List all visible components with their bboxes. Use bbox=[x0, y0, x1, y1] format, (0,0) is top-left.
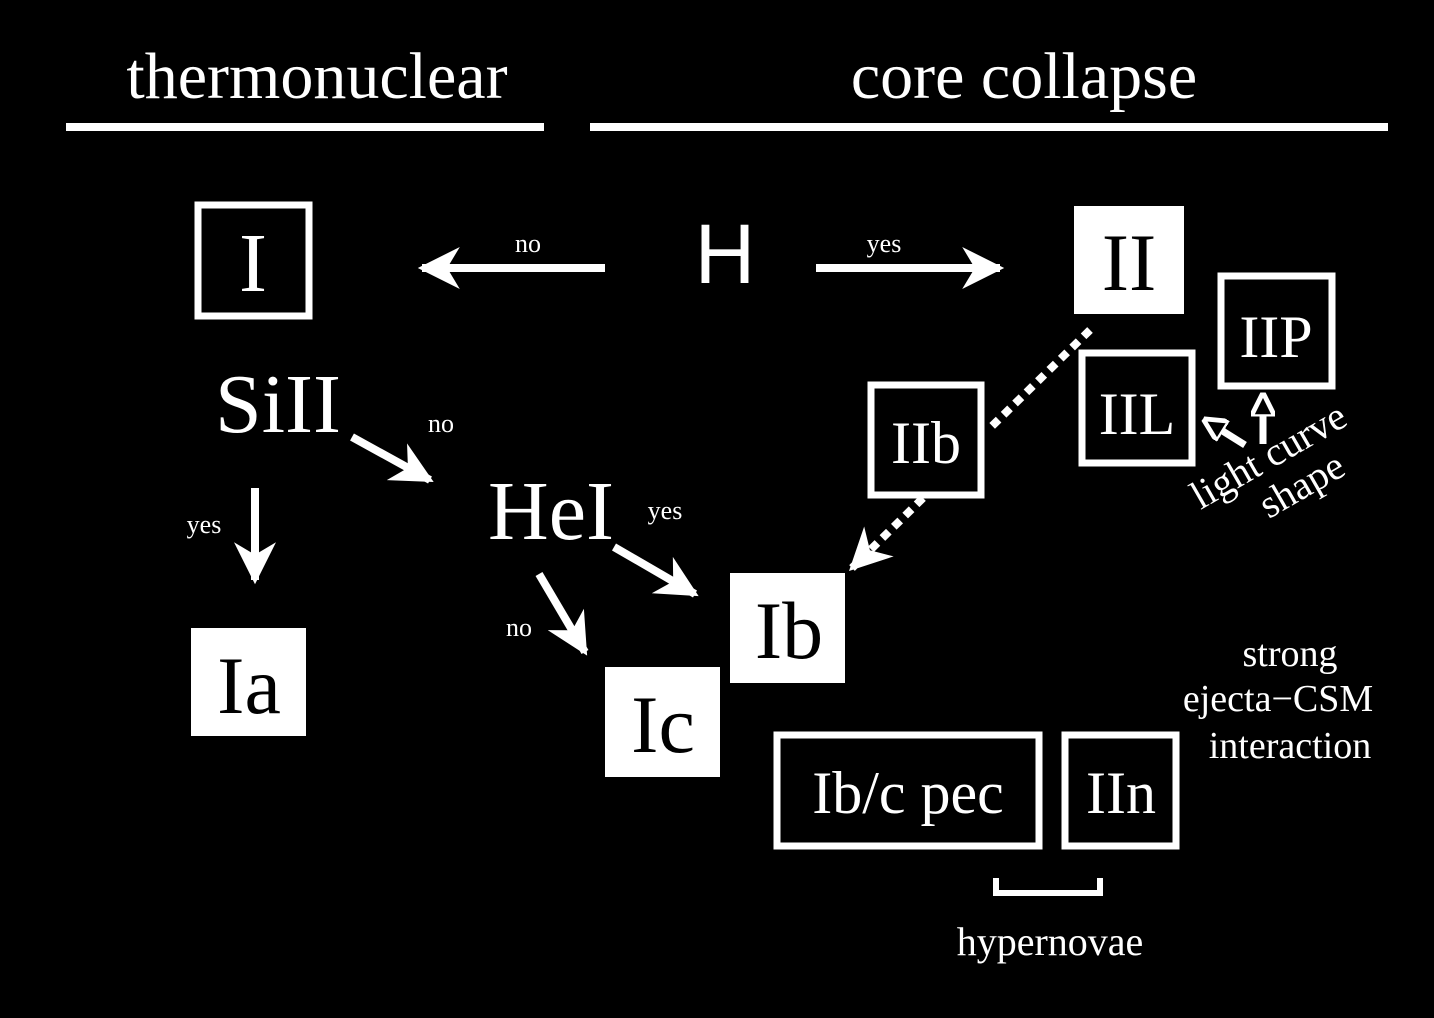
csm-line-3: interaction bbox=[1209, 725, 1371, 767]
type-Ia-box bbox=[191, 628, 306, 736]
dotted-arrow-IIb-to-Ib bbox=[849, 495, 926, 571]
csm-line-2: ejecta−CSM bbox=[1183, 678, 1373, 720]
type-IIP-label: IIP bbox=[1239, 304, 1312, 370]
type-Ic-box bbox=[605, 667, 720, 777]
type-I-box bbox=[194, 201, 313, 320]
type-IIb-box bbox=[867, 381, 985, 499]
hypernovae-bracket bbox=[993, 878, 1103, 896]
type-I-label: I bbox=[239, 217, 267, 310]
header-thermonuclear-underline bbox=[66, 123, 544, 131]
type-IIP-box bbox=[1217, 272, 1336, 390]
type-Ib-label: Ib bbox=[755, 585, 823, 676]
type-IIL-box bbox=[1078, 349, 1196, 467]
type-II-label: II bbox=[1102, 217, 1157, 308]
type-Ib-box bbox=[730, 573, 845, 683]
hypernovae-label: hypernovae bbox=[957, 919, 1144, 964]
edge-label-si-yes: yes bbox=[187, 510, 222, 539]
type-Ibc-pec-box bbox=[773, 731, 1043, 850]
edge-label-h-no: no bbox=[515, 229, 541, 258]
type-IIL-label: IIL bbox=[1099, 381, 1176, 447]
type-Ic-label: Ic bbox=[631, 679, 695, 770]
header-thermonuclear: thermonuclear bbox=[126, 40, 507, 113]
light-curve-annotation: light curve shape bbox=[1182, 393, 1354, 527]
h-line-label: H bbox=[695, 207, 756, 301]
open-arrow-to-IIL bbox=[1205, 420, 1247, 448]
siII-label: SiII bbox=[215, 358, 341, 451]
csm-line-1: strong bbox=[1243, 633, 1338, 675]
arrow-he-to-Ic bbox=[535, 571, 589, 656]
type-Ibc-pec-label: Ib/c pec bbox=[812, 760, 1004, 826]
arrow-si-to-he bbox=[350, 433, 434, 484]
heI-label: HeI bbox=[488, 465, 614, 558]
edge-label-h-yes: yes bbox=[867, 229, 902, 258]
edge-label-si-no: no bbox=[428, 409, 454, 438]
dotted-line-II-to-IIb bbox=[985, 327, 1093, 433]
type-IIn-label: IIn bbox=[1086, 760, 1156, 826]
edge-label-he-no: no bbox=[506, 613, 532, 642]
type-IIn-box bbox=[1061, 731, 1180, 850]
header-core-collapse-underline bbox=[590, 123, 1388, 131]
arrow-he-to-Ib bbox=[611, 543, 699, 598]
type-II-box bbox=[1074, 206, 1184, 314]
type-Ia-label: Ia bbox=[217, 640, 281, 731]
edge-label-he-yes: yes bbox=[648, 496, 683, 525]
header-core-collapse: core collapse bbox=[851, 40, 1197, 113]
type-IIb-label: IIb bbox=[891, 410, 961, 476]
